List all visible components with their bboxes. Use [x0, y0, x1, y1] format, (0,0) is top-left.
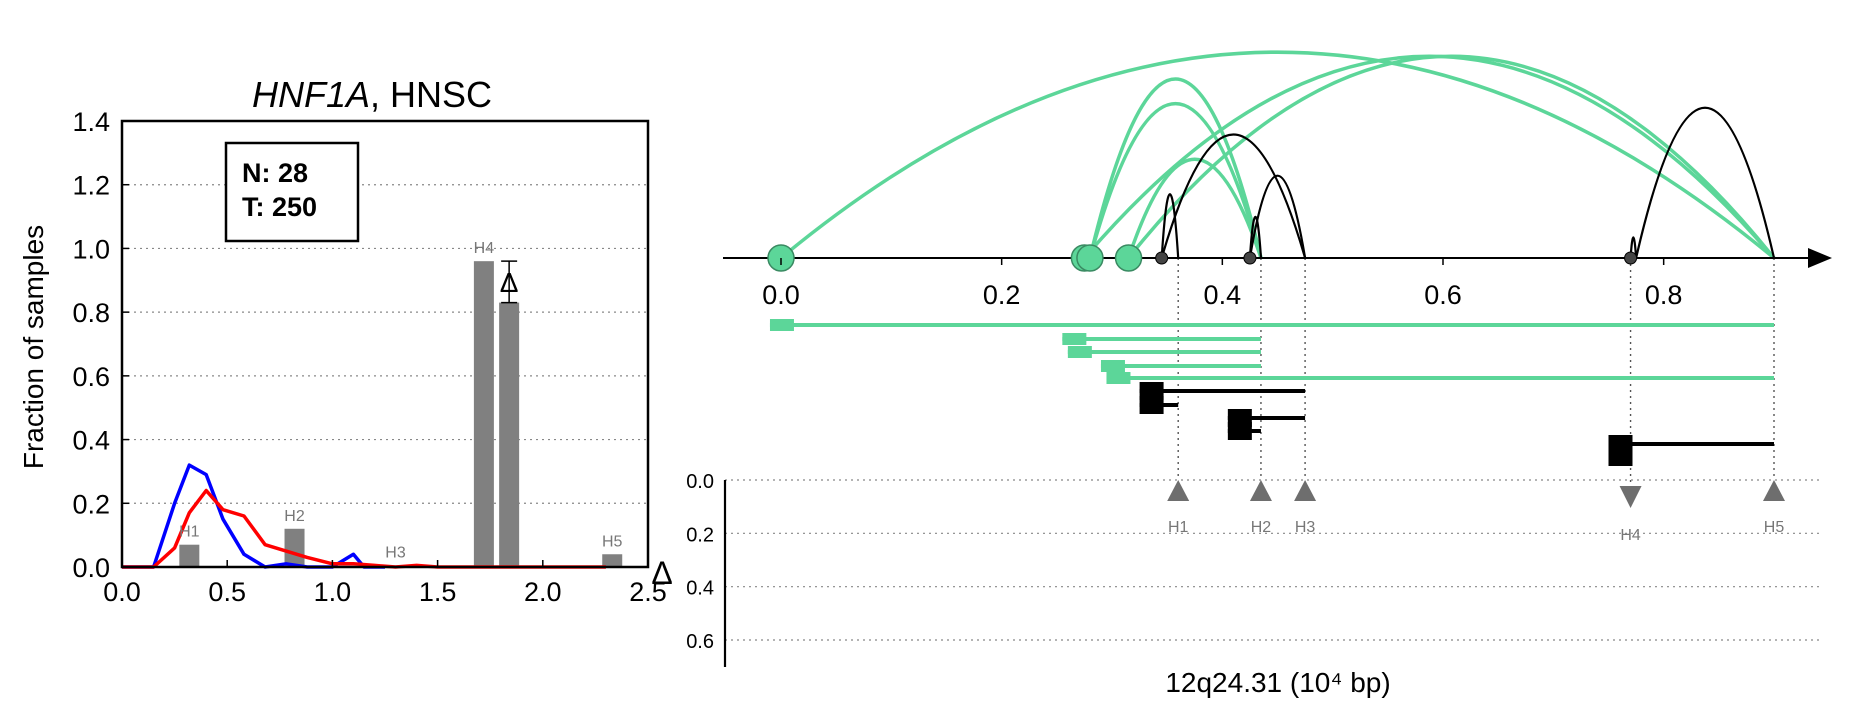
breakpoint-dot — [1243, 251, 1257, 265]
genome-axis-arrowhead — [1808, 248, 1832, 268]
x-tick-label: 0.0 — [103, 577, 141, 607]
segment-cap — [1067, 346, 1092, 358]
delta-tick-label: 0.6 — [686, 631, 714, 653]
arc — [1088, 102, 1263, 259]
histogram-ylabel: Fraction of samples — [18, 225, 49, 469]
delta-symbol: Δ — [500, 267, 519, 298]
delta-marker-label: H3 — [1295, 519, 1316, 536]
breakpoint-dot — [1155, 251, 1169, 265]
y-tick-label: 0.8 — [72, 298, 110, 328]
arcs — [779, 50, 1776, 260]
genome-axis-ticks: 0.0 0.2 0.4 0.6 0.8 — [762, 258, 1682, 310]
delta-axis-ticks: 0.0 0.2 0.4 0.6 — [686, 471, 714, 653]
delta-gridlines — [725, 479, 1820, 641]
title-cancer: HNSC — [390, 74, 492, 115]
series-line — [122, 463, 385, 569]
x-tick-label: 1.5 — [419, 577, 457, 607]
breakpoint-nodes — [767, 244, 1638, 272]
bar-label: H5 — [602, 533, 623, 550]
genome-xlabel: 12q24.31 (10⁴ bp) — [1165, 667, 1390, 698]
segment-cap — [1106, 372, 1131, 384]
genome-tick-label: 0.4 — [1204, 280, 1242, 310]
breakpoint-circle — [1076, 244, 1104, 272]
histogram-bar — [284, 528, 305, 567]
x-tick-label: 2.0 — [524, 577, 562, 607]
delta-marker-triangle — [1249, 480, 1272, 501]
delta-markers: H1 H2 H3 H4 H5 — [1167, 480, 1785, 544]
segment-cap — [769, 319, 794, 331]
title-gene: HNF1A — [252, 74, 370, 115]
y-tick-label: 0.2 — [72, 489, 110, 519]
genome-tick-label: 0.8 — [1645, 280, 1683, 310]
histogram-plot-frame — [120, 119, 650, 569]
histogram-ticks: 0.0 0.2 0.4 0.6 0.8 1.0 1.2 1.4 0.0 0.5 1.0 1.5 2.0 2… — [72, 107, 666, 607]
bar-label: H2 — [284, 508, 305, 525]
delta-ylabel: Δ — [651, 555, 672, 591]
segments — [769, 319, 1774, 466]
arc — [1088, 77, 1263, 259]
arc — [1635, 106, 1776, 259]
bar-label: H1 — [179, 524, 200, 541]
delta-marker-label: H4 — [1620, 527, 1641, 544]
breakpoint-circle — [1114, 244, 1143, 272]
bar-label: H3 — [385, 544, 406, 561]
histogram-title: HNF1A, HNSC — [252, 74, 492, 115]
count-box-n: N: 28 — [242, 158, 308, 188]
genome-tick-label: 0.2 — [983, 280, 1021, 310]
segment-cap — [1608, 448, 1633, 466]
delta-marker-triangle — [1167, 480, 1190, 501]
delta-marker-label: H2 — [1251, 519, 1272, 536]
histogram-bar — [602, 554, 623, 567]
y-tick-label: 1.0 — [72, 234, 110, 264]
segment-cap — [1062, 333, 1087, 345]
histogram-bar — [473, 261, 494, 567]
genome-tick-label: 0.0 — [762, 280, 800, 310]
delta-marker: Δ — [500, 260, 519, 304]
bar-label: H4 — [474, 240, 495, 257]
histogram-bar — [499, 302, 520, 567]
delta-tick-label: 0.2 — [686, 524, 714, 546]
arc — [1248, 216, 1263, 259]
breakpoint-dot — [1624, 251, 1638, 265]
count-box: N: 28 T: 250 — [224, 141, 360, 243]
delta-tick-label: 0.0 — [686, 471, 714, 493]
title-separator: , — [370, 74, 390, 115]
genome-tick-label: 0.6 — [1424, 280, 1462, 310]
arc — [779, 50, 1776, 260]
arc — [1248, 174, 1307, 259]
histogram-bars — [179, 261, 623, 567]
y-tick-label: 0.4 — [72, 426, 110, 456]
arc — [1083, 54, 1776, 260]
y-tick-label: 0.0 — [72, 553, 110, 583]
segment-cap — [1100, 360, 1125, 372]
histogram-bar — [179, 544, 200, 567]
histogram-gridlines — [122, 184, 648, 504]
delta-tick-label: 0.4 — [686, 578, 714, 600]
y-tick-label: 1.4 — [72, 107, 110, 137]
segment-cap — [1227, 422, 1252, 440]
arc — [1160, 193, 1180, 259]
delta-marker-label: H1 — [1168, 519, 1189, 536]
segment-cap — [1139, 396, 1164, 414]
x-tick-label: 1.0 — [314, 577, 352, 607]
y-tick-label: 0.6 — [72, 362, 110, 392]
count-box-t: T: 250 — [242, 192, 317, 222]
delta-marker-label: H5 — [1764, 519, 1785, 536]
count-box-frame — [224, 141, 360, 243]
delta-marker-triangle — [1763, 480, 1785, 501]
delta-marker-triangle — [1294, 480, 1317, 501]
arc — [1127, 54, 1776, 260]
arc — [1126, 157, 1263, 259]
arc — [1160, 133, 1307, 259]
x-tick-label: 0.5 — [208, 577, 246, 607]
x-tick-label: 2.5 — [629, 577, 667, 607]
y-tick-label: 1.2 — [72, 171, 110, 201]
segment-cap — [1139, 382, 1164, 400]
delta-marker-triangle — [1619, 486, 1642, 508]
